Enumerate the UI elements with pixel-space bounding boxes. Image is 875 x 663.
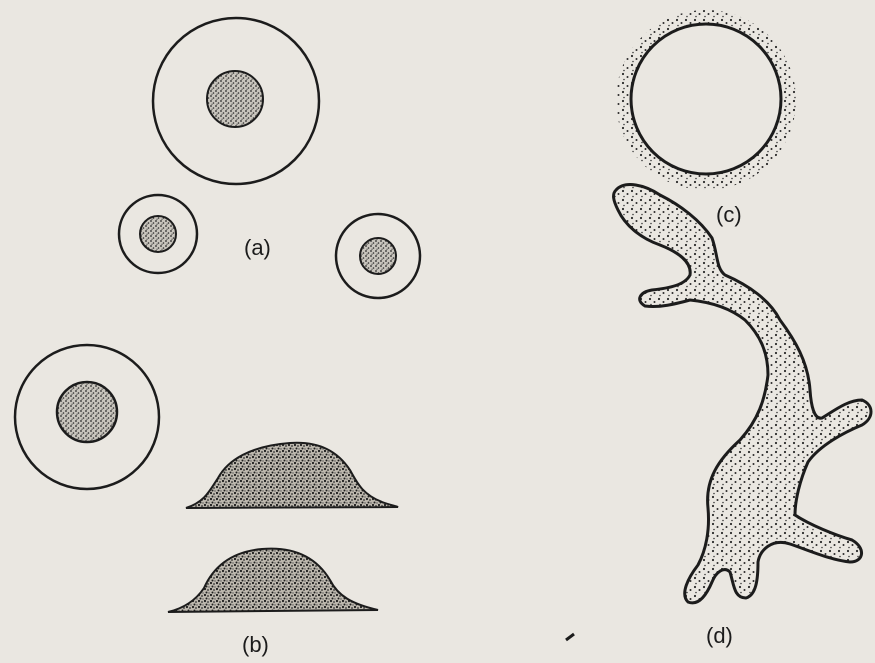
- cell-b-top-view: [15, 345, 159, 489]
- cell-a-small-left: [119, 195, 197, 273]
- cell-a-small-right: [336, 214, 420, 298]
- cell-b-profile-lower: [168, 549, 378, 612]
- cell-d-amoeboid: [614, 185, 871, 603]
- cell-b-profile-upper: [186, 443, 398, 508]
- label-b: (b): [242, 632, 269, 657]
- stray-mark: [566, 634, 574, 640]
- panel-b: [15, 345, 398, 612]
- panel-c: [616, 10, 796, 190]
- nucleus: [207, 71, 263, 127]
- cell-a-large: [153, 18, 319, 184]
- label-c: (c): [716, 202, 742, 227]
- cell-c-body: [631, 24, 781, 174]
- label-a: (a): [244, 235, 271, 260]
- label-d: (d): [706, 623, 733, 648]
